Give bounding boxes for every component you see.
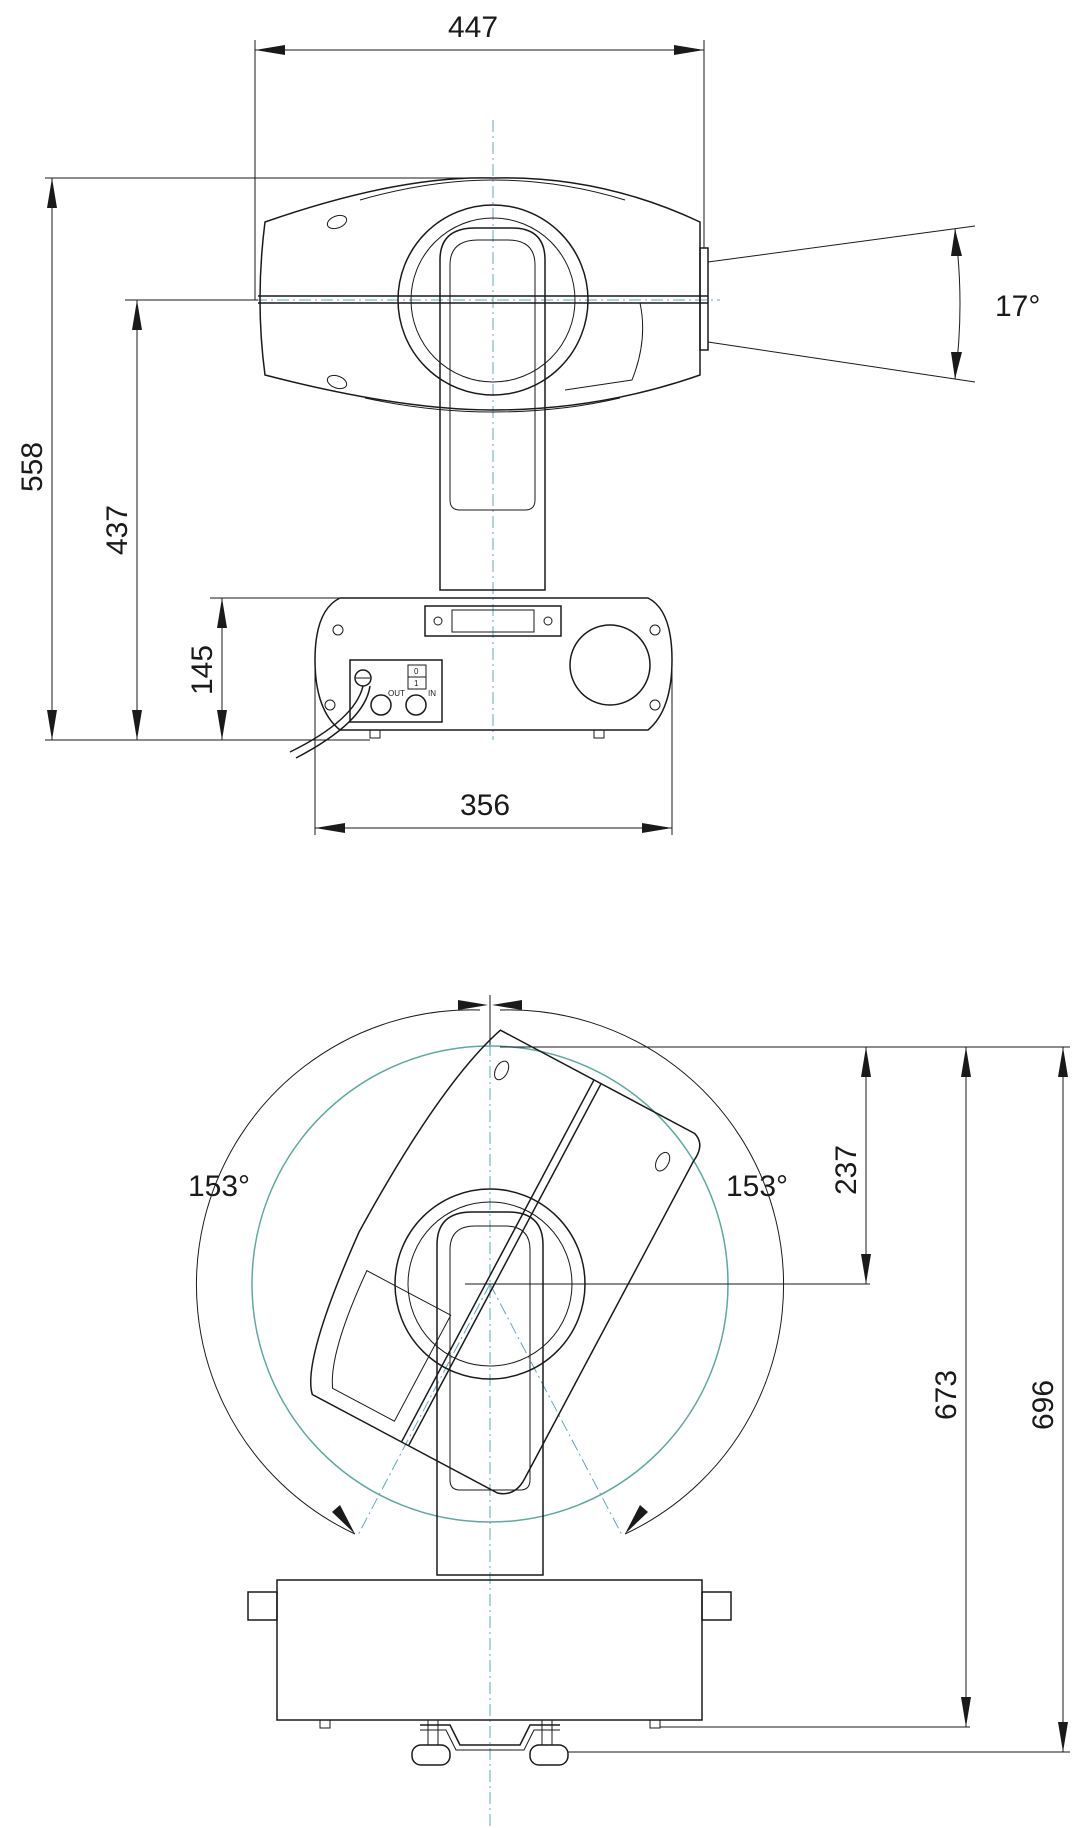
tilted-head-panel: [331, 1269, 452, 1422]
side-base-foot-left: [319, 1719, 331, 1729]
beam-angle-label: 17°: [995, 290, 1040, 323]
power-cable-2: [295, 685, 371, 759]
head-bottom-outline: [364, 397, 621, 413]
side-base-foot-right: [649, 1719, 661, 1729]
base-body: [314, 597, 673, 731]
tilted-head-body: [309, 1029, 701, 1495]
side-view-diagonal-right: [489, 1283, 623, 1536]
head-side-panel: [564, 302, 644, 391]
tilted-head-vent-a: [494, 1060, 510, 1081]
handle-screw-right: [543, 616, 553, 626]
vent-bottom-left: [326, 374, 348, 390]
switch-on-label: 1: [414, 679, 419, 688]
tilt-top-arrow-right: [492, 1000, 522, 1010]
lens-front: [699, 247, 709, 351]
dim-558-arrow-bottom: [47, 710, 57, 740]
dim-145-arrow-top: [217, 598, 227, 628]
tilt-top-arrow-left: [458, 1000, 488, 1010]
quick-lock-left-stem: [427, 1719, 439, 1746]
dim-237-arrow-bottom: [861, 1254, 871, 1284]
connector-panel: [349, 659, 443, 723]
base-foot-left: [369, 729, 381, 739]
side-base-body: [276, 1579, 703, 1721]
yoke-hub-inner: [410, 217, 576, 383]
dim-696-arrow-top: [1058, 1047, 1068, 1077]
handle-screw-left: [433, 616, 443, 626]
yoke-arm: [439, 227, 546, 591]
base-screw-tl: [332, 624, 344, 636]
dim-447-arrow-right: [674, 45, 704, 55]
dim-673-arrow-bottom: [961, 1697, 971, 1727]
power-cable: [289, 685, 364, 753]
tilt-right-label: 153°: [726, 1170, 788, 1203]
dim-437-arrow-bottom: [132, 710, 142, 740]
beam-angle-arrow-top: [951, 229, 962, 256]
yoke-arm-inner: [449, 239, 536, 511]
side-base-handle-left: [247, 1591, 278, 1621]
omega-bracket: [420, 1724, 560, 1746]
tilted-head-vent-b: [655, 1151, 671, 1172]
top-view: 0 1 OUT IN 447 558 437: [16, 11, 1040, 835]
tilt-arc-left: [195, 1009, 481, 1535]
side-yoke-arm: [436, 1211, 544, 1576]
base-fan: [569, 624, 651, 706]
beam-edge-bottom: [707, 341, 976, 383]
vent-top-left: [326, 214, 348, 230]
dim-447-label: 447: [448, 11, 498, 44]
beam-edge-top: [707, 225, 976, 263]
omega-bracket-inner: [420, 1729, 560, 1751]
dim-437-arrow-top: [132, 300, 142, 330]
dim-696-label: 696: [1027, 1380, 1060, 1430]
base-screw-tr: [649, 624, 661, 636]
dim-145-label: 145: [186, 645, 219, 695]
side-view-diagonal-left: [357, 1283, 491, 1536]
base-screw-bl: [324, 699, 336, 711]
base-screw-br: [649, 699, 661, 711]
dim-558-label: 558: [16, 442, 49, 492]
tilted-head-split-b: [407, 1083, 602, 1447]
quick-lock-left: [411, 1744, 451, 1766]
quick-lock-right: [529, 1744, 569, 1766]
dim-356-label: 356: [460, 789, 510, 822]
quick-lock-right-stem: [541, 1719, 553, 1746]
tilt-left-label: 153°: [188, 1170, 250, 1203]
base-handle-slot: [451, 609, 535, 633]
dim-558-arrow-top: [47, 178, 57, 208]
dmx-out-label: OUT: [388, 689, 405, 698]
switch-off-label: 0: [414, 667, 419, 676]
dmx-in-label: IN: [428, 689, 436, 698]
dim-145-arrow-bottom: [217, 710, 227, 740]
tilt-arc-arrow-left: [332, 1505, 355, 1534]
tilted-head: [309, 1029, 701, 1495]
dim-237-arrow-top: [861, 1047, 871, 1077]
side-yoke-arm-inner: [449, 1225, 531, 1491]
dim-447-arrow-left: [255, 45, 285, 55]
dmx-out-connector: [370, 694, 392, 716]
side-view: 153° 153°: [188, 995, 1070, 1828]
dim-673-arrow-top: [961, 1047, 971, 1077]
dim-673-label: 673: [930, 1370, 963, 1420]
dim-356-arrow-right: [642, 823, 672, 833]
dim-356-arrow-left: [315, 823, 345, 833]
side-base-handle-right: [701, 1591, 732, 1621]
tilt-arc-right: [499, 1009, 785, 1535]
dmx-in-connector: [405, 694, 427, 716]
yoke-hub: [397, 204, 589, 396]
tilt-arc-arrow-right: [625, 1505, 648, 1534]
dim-696-arrow-bottom: [1058, 1722, 1068, 1752]
tilted-head-split-a: [400, 1079, 595, 1443]
dim-237-label: 237: [830, 1145, 863, 1195]
head-top-outline: [359, 179, 626, 201]
beam-angle-arrow-bottom: [951, 352, 962, 379]
base-foot-right: [593, 729, 605, 739]
dim-437-label: 437: [101, 505, 134, 555]
base-handle-plate: [424, 605, 562, 637]
